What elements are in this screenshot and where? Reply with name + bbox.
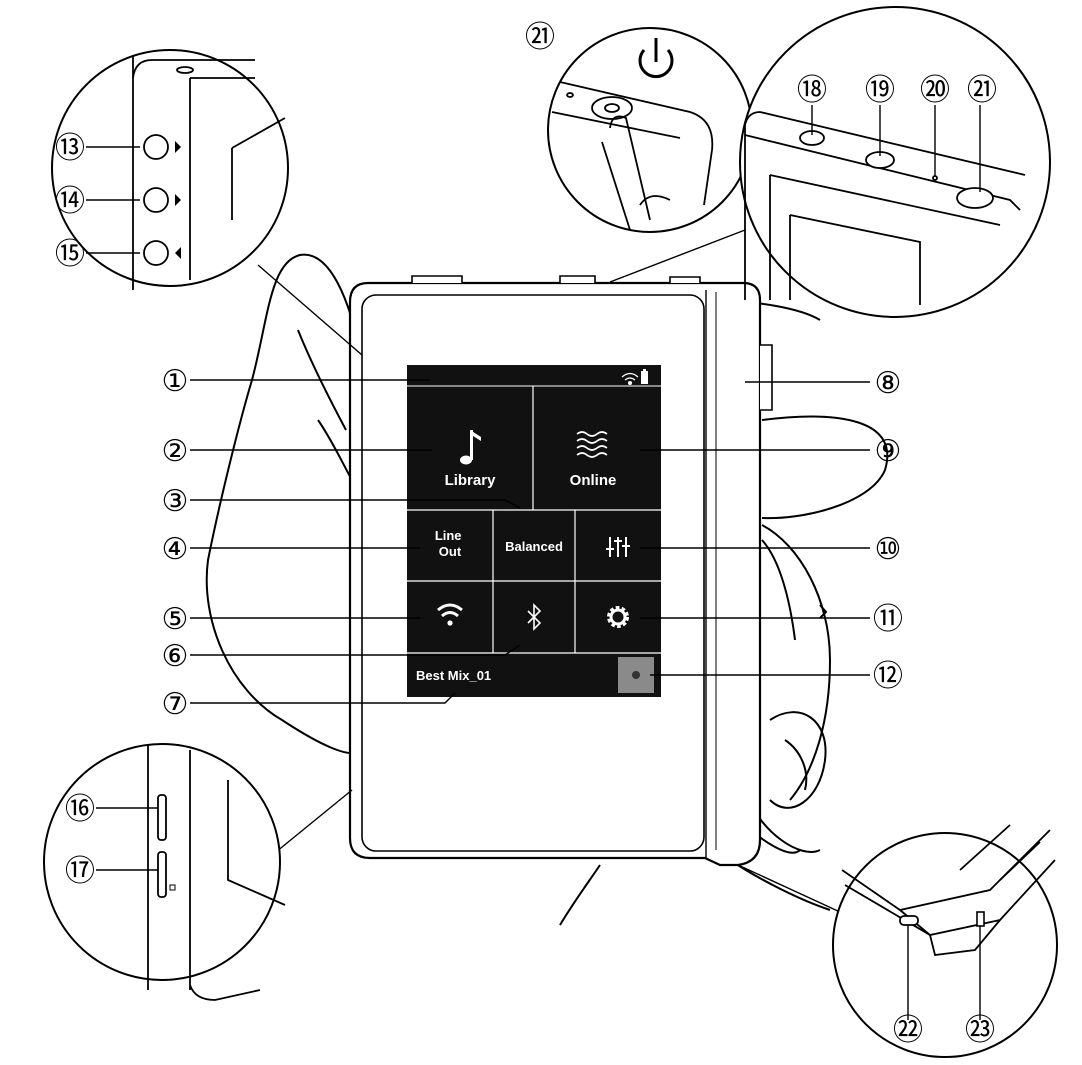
callout-3: ③ — [162, 484, 189, 519]
leader-lines — [190, 229, 870, 913]
callout-17: ⑰ — [65, 854, 95, 889]
callout-18: ⑱ — [797, 73, 827, 108]
callout-22: ㉒ — [893, 1013, 923, 1048]
callout-23: ㉓ — [965, 1013, 995, 1048]
callout-16: ⑯ — [65, 792, 95, 827]
bluetooth-icon — [527, 603, 542, 631]
skip-back-button[interactable] — [143, 240, 169, 266]
status-bar — [621, 369, 648, 386]
now-playing-title: Best Mix_01 — [416, 668, 491, 683]
equalizer-tile[interactable] — [606, 537, 630, 557]
line-out-label: Line Out — [435, 528, 465, 559]
callout-6: ⑥ — [162, 639, 189, 674]
callout-14: ⑭ — [55, 184, 85, 219]
wifi-tile[interactable] — [437, 603, 463, 626]
callout-8: ⑧ — [875, 366, 902, 401]
button-glyphs — [175, 141, 181, 259]
detail-top-jacks — [739, 6, 1051, 318]
usb-port[interactable] — [899, 915, 919, 926]
library-label: Library — [445, 472, 497, 489]
indicator-led — [932, 175, 938, 181]
sd-mark-icon — [169, 884, 176, 891]
callout-5: ⑤ — [162, 602, 189, 637]
strap-hole — [976, 911, 985, 927]
balanced-tile[interactable]: Balanced — [505, 539, 563, 554]
battery-icon — [641, 369, 648, 384]
callout-20: ⑳ — [920, 73, 950, 108]
callout-11: ⑪ — [873, 602, 903, 637]
library-tile[interactable]: Library — [445, 430, 497, 489]
equalizer-icon — [606, 537, 630, 557]
bluetooth-tile[interactable] — [527, 603, 542, 631]
detail-bottom-port — [832, 824, 1058, 1058]
callout-9: ⑨ — [875, 434, 902, 469]
music-note-icon — [460, 430, 481, 465]
detail-power — [547, 27, 753, 233]
callout-7: ⑦ — [162, 687, 189, 722]
skip-forward-button[interactable] — [143, 134, 169, 160]
settings-tile[interactable] — [607, 606, 629, 628]
tile-grid — [407, 386, 661, 654]
callout-19: ⑲ — [865, 73, 895, 108]
callout-numbers: ① ② ③ ④ ⑤ ⑥ ⑦ ⑧ ⑨ ⑩ ⑪ ⑫ ⑬ ⑭ ⑮ ⑯ ⑰ ⑱ ⑲ ⑳ … — [55, 20, 997, 1048]
detail-side-buttons — [51, 49, 289, 290]
gear-icon — [607, 606, 629, 628]
balanced-label: Balanced — [505, 539, 563, 554]
wave-icon — [576, 431, 608, 458]
callout-13: ⑬ — [55, 131, 85, 166]
callout-4: ④ — [162, 532, 189, 567]
line-out-tile[interactable]: Line Out — [435, 528, 465, 559]
top-power-button[interactable] — [956, 187, 994, 209]
device-screen: Library Online Line Out Balanced — [407, 365, 661, 697]
next-icon — [175, 141, 181, 153]
callout-21-left: ㉑ — [525, 20, 555, 55]
now-playing-bar[interactable]: Best Mix_01 — [416, 657, 654, 693]
artwork-disc — [632, 671, 640, 679]
online-label: Online — [570, 472, 617, 489]
wifi-icon — [621, 372, 639, 386]
callout-21-right: ㉑ — [967, 73, 997, 108]
play-pause-button[interactable] — [143, 187, 169, 213]
callout-2: ② — [162, 434, 189, 469]
microsd-slot-2[interactable] — [157, 851, 167, 898]
power-icon — [638, 38, 674, 79]
play-icon — [175, 194, 181, 206]
callout-1: ① — [162, 364, 189, 399]
detail-sd-slots — [43, 743, 286, 1001]
callout-12: ⑫ — [873, 659, 903, 694]
microsd-slot-1[interactable] — [157, 794, 167, 841]
wifi-icon — [437, 603, 463, 626]
callout-10: ⑩ — [875, 532, 902, 567]
callout-15: ⑮ — [55, 237, 85, 272]
previous-icon — [175, 247, 181, 259]
online-tile[interactable]: Online — [570, 431, 617, 489]
